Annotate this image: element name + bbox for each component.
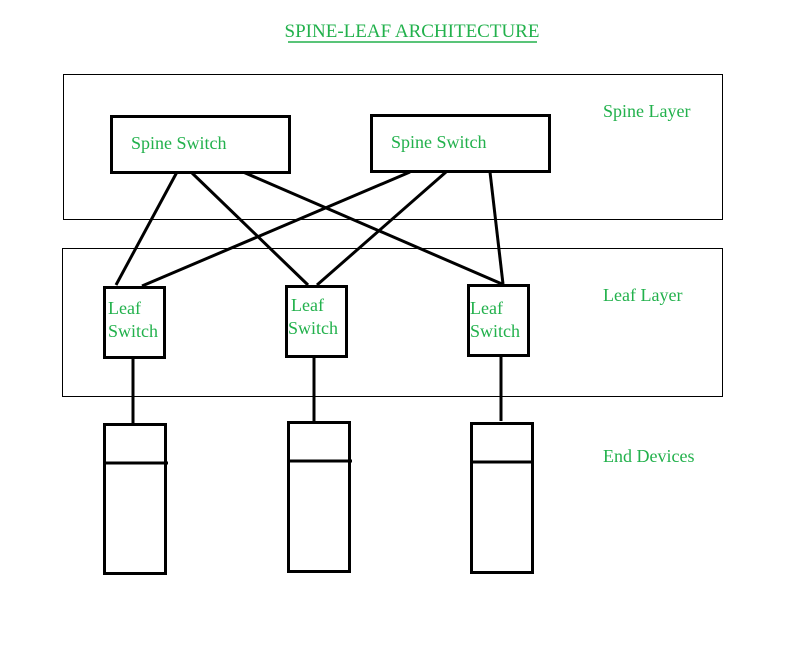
leaf-switch-3: Leaf Switch <box>467 284 530 357</box>
leaf-switch-label-line2: Switch <box>108 321 158 341</box>
leaf-layer-label: Leaf Layer <box>603 285 682 305</box>
spine-switch-box <box>110 115 291 174</box>
end-device-box <box>470 422 534 574</box>
end-device-box <box>287 421 351 573</box>
link-spine1-leaf3 <box>242 170 503 286</box>
leaf-switch-label-line2: Switch <box>288 318 338 338</box>
link-spine1-leaf1 <box>114 171 179 286</box>
end-device-3 <box>470 422 534 574</box>
spine-switch-1: Spine Switch <box>110 115 291 174</box>
link-spine2-leaf3 <box>488 171 505 285</box>
link-spine2-leaf1 <box>141 170 411 288</box>
leaf-switch-2: Leaf Switch <box>285 285 348 358</box>
leaf-switch-label-line1: Leaf <box>108 298 141 318</box>
end-device-box <box>103 423 167 575</box>
leaf-switch-box <box>467 284 530 357</box>
link-spine1-leaf2 <box>189 170 310 287</box>
end-device-1 <box>103 423 168 575</box>
link-spine2-leaf2 <box>316 170 447 287</box>
leaf-switch-label-line2: Switch <box>470 321 520 341</box>
leaf-switch-box <box>285 285 348 358</box>
leaf-switch-1: Leaf Switch <box>103 286 166 359</box>
leaf-switch-label-line1: Leaf <box>470 298 503 318</box>
leaf-switch-label-line1: Leaf <box>291 295 324 315</box>
diagram-title: SPINE-LEAF ARCHITECTURE <box>285 21 540 42</box>
end-device-2 <box>287 421 352 573</box>
links <box>114 170 505 288</box>
leaf-layer-box <box>62 248 723 397</box>
spine-switch-box <box>370 114 551 173</box>
spine-switch-label: Spine Switch <box>391 132 487 152</box>
spine-layer-label: Spine Layer <box>603 101 690 121</box>
spine-switch-label: Spine Switch <box>131 133 227 153</box>
end-devices-label: End Devices <box>603 446 694 466</box>
spine-switch-2: Spine Switch <box>370 114 551 173</box>
